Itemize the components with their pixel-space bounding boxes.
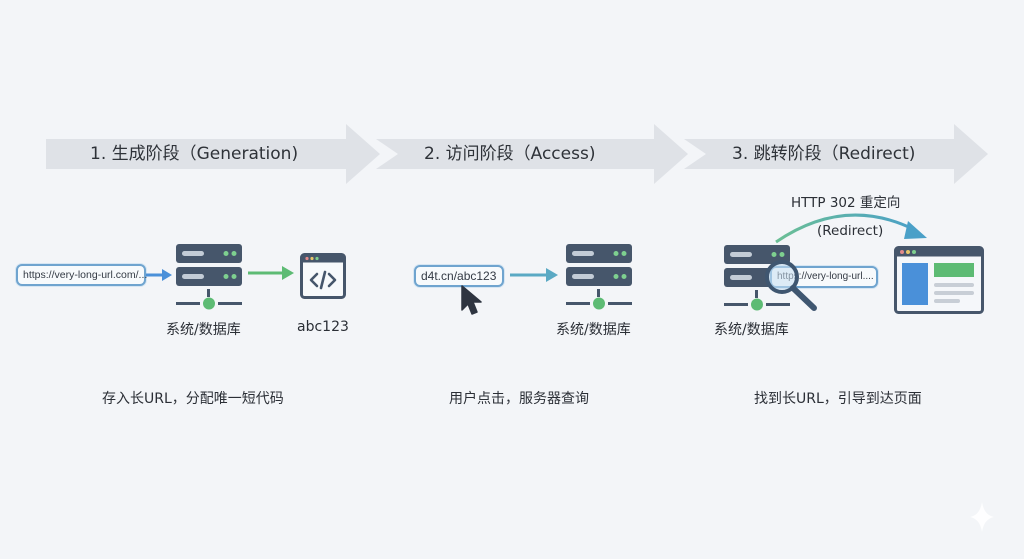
banner-arrow-shape bbox=[684, 124, 988, 184]
stage-title: 1. 生成阶段（Generation) bbox=[90, 144, 299, 164]
stage-banner-generation: 1. 生成阶段（Generation) bbox=[46, 124, 380, 184]
stage-banner-access: 2. 访问阶段（Access) bbox=[376, 124, 688, 184]
short-url-link[interactable]: d4t.cn/abc123 bbox=[414, 265, 504, 287]
banner-arrow-shape bbox=[46, 124, 380, 184]
stage-title: 3. 跳转阶段（Redirect) bbox=[732, 144, 916, 164]
stage-caption: 找到长URL，引导到达页面 bbox=[754, 391, 922, 407]
redirect-sublabel: (Redirect) bbox=[817, 223, 884, 239]
stage-caption: 用户点击，服务器查询 bbox=[449, 391, 589, 407]
mouse-cursor-icon bbox=[461, 285, 482, 315]
redirect-curve-arrow-icon bbox=[775, 213, 927, 244]
long-url-input: https://very-long-url.com/... bbox=[16, 264, 147, 286]
server-label: 系统/数据库 bbox=[166, 322, 241, 338]
stage-title: 2. 访问阶段（Access) bbox=[424, 144, 596, 164]
banner-arrow-shape bbox=[376, 124, 688, 184]
server-label: 系统/数据库 bbox=[714, 322, 789, 338]
magnifier-icon bbox=[765, 260, 817, 311]
server-label: 系统/数据库 bbox=[556, 322, 631, 338]
arrow-to-output-icon bbox=[248, 266, 294, 280]
arrow-to-server-icon bbox=[146, 269, 172, 281]
server-icon bbox=[176, 244, 242, 310]
stage-banner-redirect: 3. 跳转阶段（Redirect) bbox=[684, 124, 988, 184]
arrow-to-server-icon bbox=[510, 268, 558, 282]
webpage-icon bbox=[894, 246, 984, 314]
short-code-label: abc123 bbox=[297, 319, 349, 335]
code-window-icon bbox=[300, 253, 346, 299]
stage-caption: 存入长URL，分配唯一短代码 bbox=[102, 391, 284, 407]
server-icon bbox=[566, 244, 632, 310]
redirect-label: HTTP 302 重定向 bbox=[791, 195, 901, 211]
sparkle-icon bbox=[970, 502, 994, 532]
